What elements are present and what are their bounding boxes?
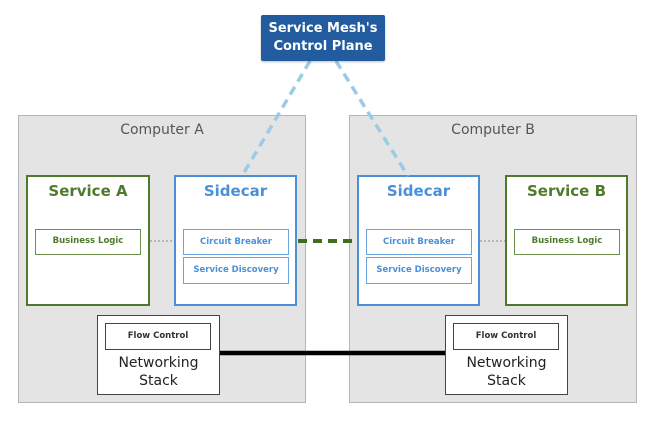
- networking-stack-a-label: Networking Stack: [98, 354, 219, 390]
- control-plane-line1: Service Mesh's: [268, 21, 378, 36]
- circuit-breaker-b: Circuit Breaker: [366, 229, 472, 255]
- networking-stack-a: Flow Control Networking Stack: [97, 315, 220, 395]
- networking-stack-b: Flow Control Networking Stack: [445, 315, 568, 395]
- computer-b-title: Computer B: [451, 122, 535, 138]
- circuit-breaker-a: Circuit Breaker: [183, 229, 289, 255]
- networking-stack-b-label: Networking Stack: [446, 354, 567, 390]
- sidecar-a-title: Sidecar: [203, 182, 268, 200]
- networking-stack-b-line1: Networking: [466, 355, 547, 371]
- control-link-b: [334, 60, 410, 177]
- networking-stack-a-line2: Stack: [139, 373, 178, 389]
- networking-stack-b-line2: Stack: [487, 373, 526, 389]
- service-b-title: Service B: [526, 182, 606, 200]
- flow-control-a: Flow Control: [105, 323, 211, 350]
- service-discovery-a: Service Discovery: [183, 257, 289, 284]
- networking-stack-a-line1: Networking: [118, 355, 199, 371]
- control-plane: Service Mesh's Control Plane: [261, 15, 385, 61]
- sidecar-b-title: Sidecar: [386, 182, 451, 200]
- service-discovery-b: Service Discovery: [366, 257, 472, 284]
- computer-a-title: Computer A: [120, 122, 204, 138]
- control-plane-line2: Control Plane: [273, 39, 373, 54]
- service-a-title: Service A: [48, 182, 128, 200]
- flow-control-b: Flow Control: [453, 323, 559, 350]
- control-link-a: [240, 60, 312, 177]
- business-logic-a: Business Logic: [35, 229, 141, 255]
- business-logic-b: Business Logic: [514, 229, 620, 255]
